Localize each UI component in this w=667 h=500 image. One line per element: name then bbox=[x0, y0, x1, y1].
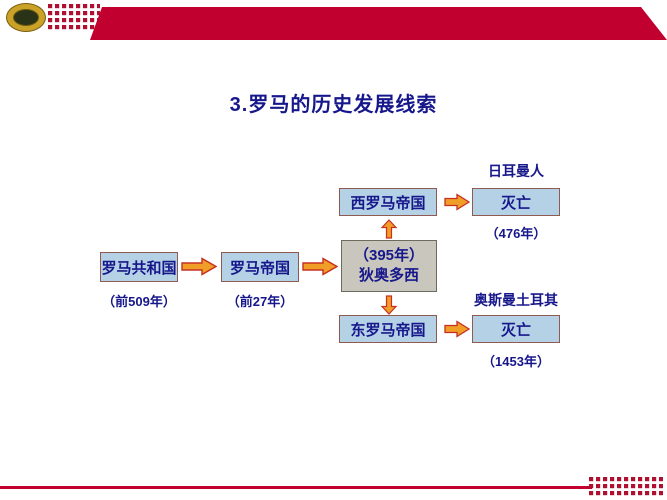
arrow-up-icon bbox=[380, 219, 398, 239]
node-eastern-roman-empire: 东罗马帝国 bbox=[339, 315, 437, 343]
arrow-right-icon bbox=[302, 257, 338, 276]
label-germanic-people: 日耳曼人 bbox=[488, 163, 544, 179]
node-western-roman-empire: 西罗马帝国 bbox=[339, 188, 437, 216]
label-ottoman-turks: 奥斯曼土耳其 bbox=[474, 292, 558, 308]
arrow-down-icon bbox=[380, 295, 398, 315]
footer-red-line bbox=[0, 486, 592, 489]
header-red-ribbon bbox=[90, 7, 667, 40]
decorative-dot-grid-bottom bbox=[589, 477, 663, 498]
caption-eastern-demise-year: （1453年） bbox=[482, 354, 550, 369]
node-roman-republic: 罗马共和国 bbox=[100, 252, 178, 282]
node-western-demise: 灭亡 bbox=[472, 188, 560, 216]
slide-title: 3.罗马的历史发展线索 bbox=[229, 94, 438, 116]
caption-empire-year: （前27年） bbox=[226, 294, 294, 309]
decorative-dot-grid-top bbox=[48, 4, 100, 31]
split-year-line: （395年） bbox=[353, 246, 425, 264]
arrow-right-icon bbox=[444, 320, 470, 338]
arrow-right-icon bbox=[181, 257, 217, 276]
node-theodosius-split: （395年） 狄奥多西 bbox=[341, 240, 437, 292]
arrow-right-icon bbox=[444, 193, 470, 211]
node-eastern-demise: 灭亡 bbox=[472, 315, 560, 343]
split-name-line: 狄奥多西 bbox=[358, 267, 419, 284]
school-logo-icon bbox=[6, 3, 46, 32]
caption-republic-year: （前509年） bbox=[102, 294, 176, 309]
school-logo-emblem bbox=[13, 9, 39, 26]
caption-western-demise-year: （476年） bbox=[485, 226, 547, 241]
node-roman-empire: 罗马帝国 bbox=[221, 252, 299, 282]
